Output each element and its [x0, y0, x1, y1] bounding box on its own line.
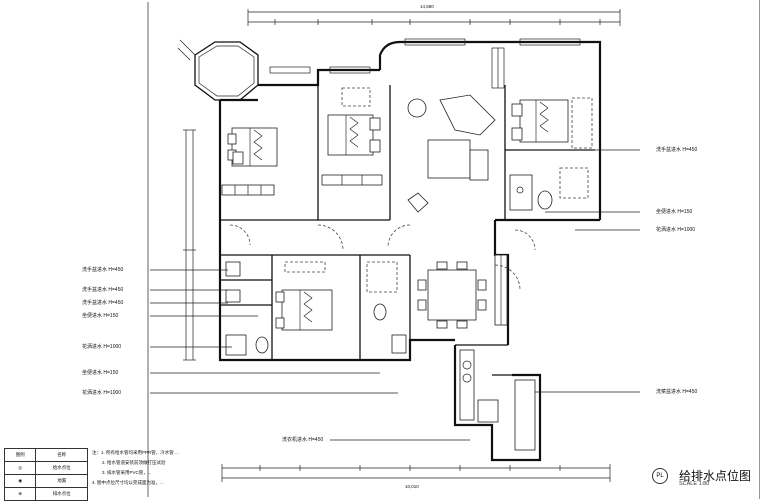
note-1: 注：1. 所有给水管均采用PPR管，冷水管 ... — [92, 450, 179, 455]
wardrobes — [221, 174, 383, 196]
callout-left-6: 坐便进水 H=150 — [82, 370, 119, 376]
callout-left-1: 洗手盆进水 H=450 — [82, 267, 124, 273]
octagon-balcony — [177, 39, 259, 101]
bathroom-middle — [366, 261, 407, 354]
callout-left-3: 洗手盆进水 H=450 — [82, 300, 124, 306]
legend-name-supply: 给水点位 — [35, 461, 88, 475]
dimension-top-total: 14,580 — [420, 4, 434, 9]
bathroom-left — [225, 261, 269, 356]
callout-left-4: 坐便进水 H=150 — [82, 313, 119, 319]
legend-header-symbol: 图例 — [3, 448, 37, 462]
dimension-bottom-total: 10,010 — [405, 484, 419, 489]
drawing-notes: 注：1. 所有给水管均采用PPR管，冷水管 ... 2. 给水管道安装前须做打压… — [92, 448, 179, 488]
callout-right-1: 洗手盆进水 H=450 — [656, 147, 698, 153]
top-windows — [269, 38, 581, 89]
note-3: 3. 排水管采用PVC管，... — [102, 470, 152, 475]
legend-row: ◎ 给水点位 — [3, 461, 88, 475]
callout-left-5: 花洒进水 H=1000 — [82, 344, 122, 350]
bathroom-right — [509, 167, 589, 211]
drawing-title: 给排水点位图 — [679, 469, 752, 483]
legend-header-row: 图例 名称 — [3, 448, 88, 462]
callout-right-2: 坐便进水 H=150 — [656, 209, 693, 215]
callout-right-3: 花洒进水 H=1000 — [656, 227, 696, 233]
legend-header-name: 名称 — [35, 448, 88, 462]
legend-symbol-drain: ◉ — [3, 474, 37, 488]
living-room — [407, 94, 496, 213]
door-swings — [229, 224, 536, 291]
legend-table: 图例 名称 ◎ 给水点位 ◉ 地漏 ⊕ 排水点位 — [3, 448, 88, 501]
callout-left-2: 洗手盆进水 H=450 — [82, 287, 124, 293]
legend-row: ◉ 地漏 — [3, 474, 88, 488]
sheet-mark: PL — [652, 468, 668, 484]
bed-lower — [275, 261, 333, 331]
kitchen — [459, 254, 536, 451]
left-dimension-chain — [183, 129, 196, 361]
legend-name-drain: 地漏 — [35, 474, 88, 488]
note-4: 4. 图中点位尺寸均以完成面为准，... — [92, 480, 164, 485]
bed-right — [511, 97, 593, 149]
callout-left-7: 花洒进水 H=1000 — [82, 390, 122, 396]
bed-middle — [327, 87, 381, 156]
top-dimension-chain — [247, 9, 621, 26]
note-2: 2. 给水管道安装前须做打压试验 — [102, 460, 166, 465]
drawing-scale: SCALE 1:80 — [679, 481, 710, 487]
legend-row: ⊕ 排水点位 — [3, 487, 88, 501]
legend-symbol-supply: ◎ — [3, 461, 37, 475]
leader-lines — [150, 149, 640, 441]
callout-right-4: 洗菜盆进水 H=450 — [656, 389, 698, 395]
bed-left-top — [227, 127, 278, 167]
callout-bottom: 洗衣机进水 H=450 — [282, 437, 324, 443]
dining-table — [417, 261, 487, 329]
bottom-dimension-chain — [221, 464, 611, 482]
